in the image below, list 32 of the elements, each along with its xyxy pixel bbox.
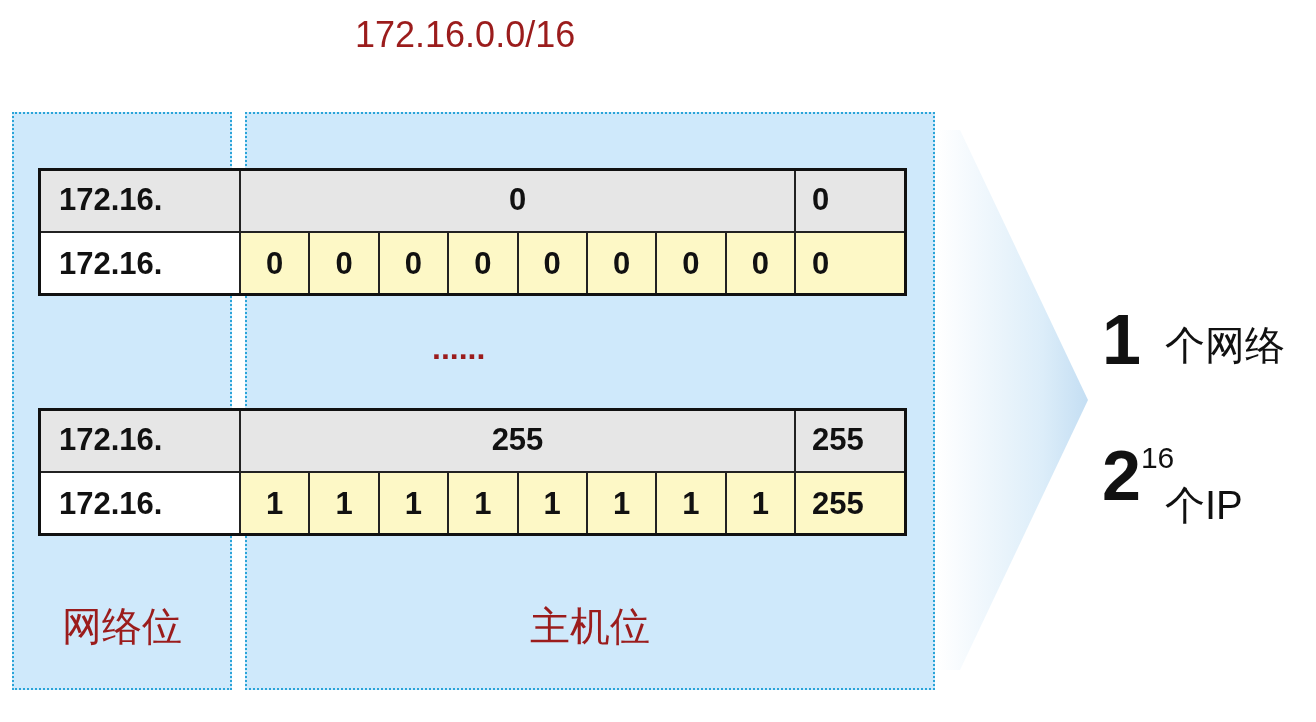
count-number: 1	[1102, 300, 1141, 380]
count-label: 个网络	[1165, 322, 1285, 369]
table-cell: 0	[656, 232, 726, 296]
table-cell: 172.16.	[38, 232, 240, 296]
table-cell: 255	[795, 472, 907, 536]
table-cell: 0	[517, 232, 587, 296]
table-cell: 172.16.	[38, 168, 240, 232]
table-cell: 0	[378, 232, 449, 296]
table-cell: 1	[517, 472, 587, 536]
table-cell: 0	[309, 232, 379, 296]
table-cell: 0	[795, 232, 907, 296]
table-cell: 255	[795, 408, 907, 472]
table-cell: 1	[725, 472, 795, 536]
table-cell: 1	[309, 472, 379, 536]
table-cell: 0	[586, 232, 657, 296]
table-cell: 1	[378, 472, 449, 536]
region-label: 网络位	[61, 603, 183, 650]
table-cell: 1	[656, 472, 726, 536]
table-cell: 1	[448, 472, 518, 536]
table-cell: 172.16.	[38, 408, 240, 472]
table-cell: 1	[586, 472, 657, 536]
table-cell: 255	[240, 408, 795, 472]
ellipsis-text: ......	[432, 330, 486, 367]
table-cell: 0	[448, 232, 518, 296]
table-cell: 0	[240, 232, 310, 296]
region-label: 主机位	[529, 603, 651, 650]
table-cell: 0	[795, 168, 907, 232]
table-cell: 0	[240, 168, 795, 232]
table-cell: 0	[725, 232, 795, 296]
diagram-title: 172.16.0.0/16	[355, 14, 576, 56]
table-cell: 172.16.	[38, 472, 240, 536]
table-cell: 1	[240, 472, 310, 536]
